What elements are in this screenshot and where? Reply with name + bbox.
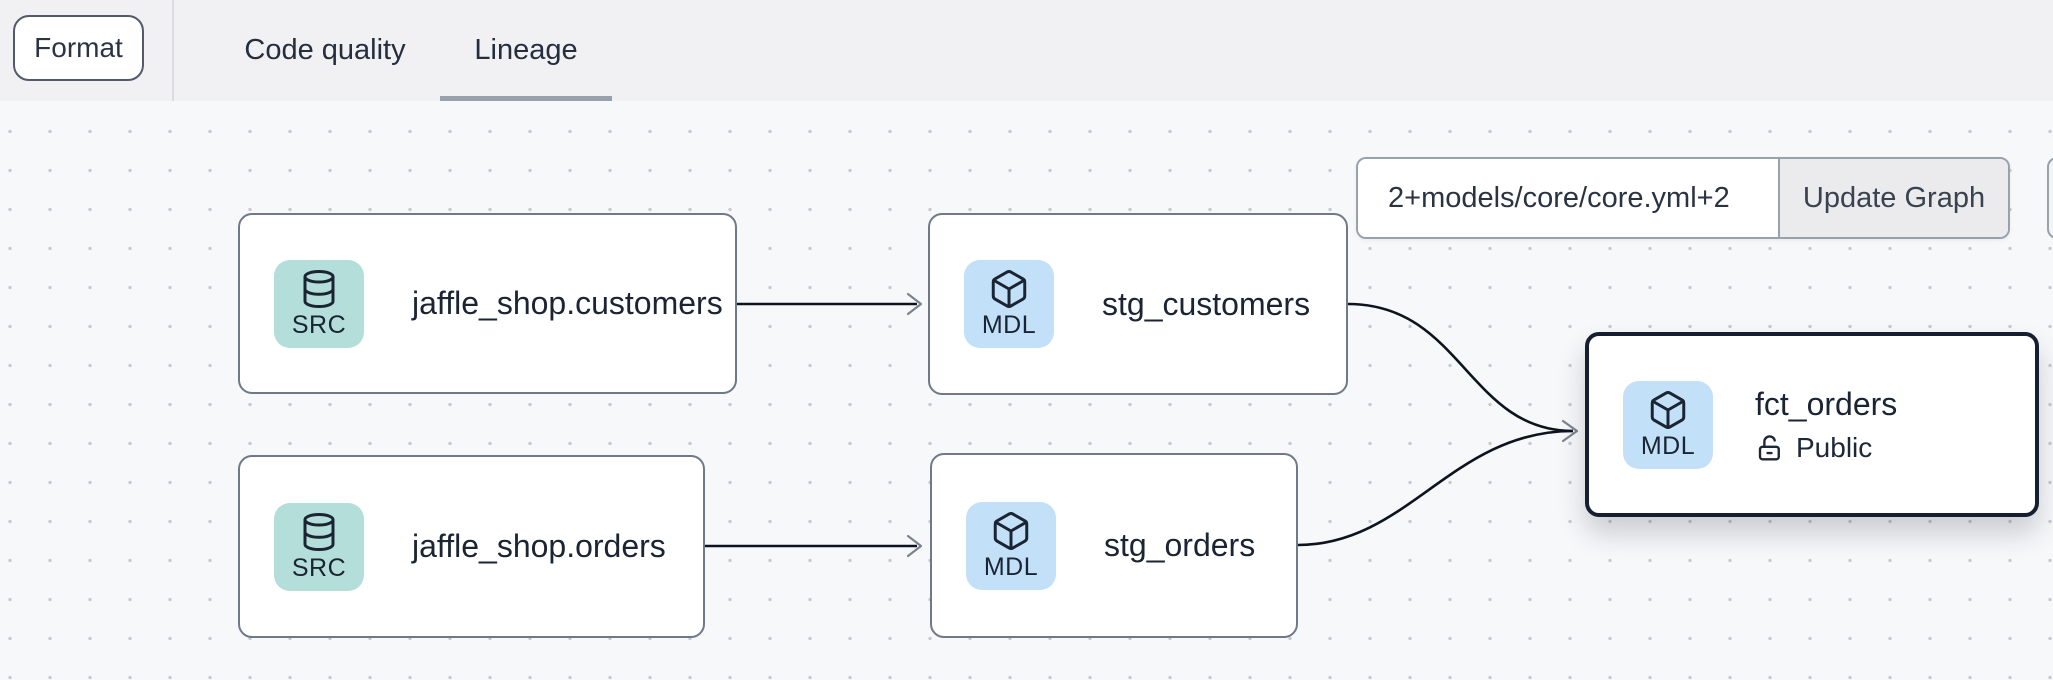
database-icon xyxy=(303,512,335,551)
source-badge: SRC xyxy=(274,502,364,591)
badge-type-label: MDL xyxy=(981,311,1037,339)
tab-lineage[interactable]: Lineage xyxy=(440,0,612,101)
edge-stgorders-fct xyxy=(1297,429,1574,547)
source-badge: SRC xyxy=(274,259,364,348)
badge-type-label: MDL xyxy=(983,552,1039,581)
tab-lineage-label: Lineage xyxy=(474,34,578,66)
node-jaffle-shop-orders[interactable]: SRC jaffle_shop.orders xyxy=(238,455,705,638)
node-fct-orders[interactable]: MDL fct_orders Public xyxy=(1585,332,2039,517)
model-cube-icon xyxy=(993,511,1029,550)
badge-type-label: MDL xyxy=(1640,431,1696,460)
access-label: Public xyxy=(1796,431,1873,463)
lineage-edges xyxy=(705,292,1579,558)
node-label: jaffle_shop.orders xyxy=(412,528,666,564)
node-label: jaffle_shop.customers xyxy=(412,285,723,321)
cutoff-right-control[interactable] xyxy=(2047,157,2053,239)
model-badge: MDL xyxy=(966,501,1056,590)
model-badge: MDL xyxy=(964,260,1054,348)
lineage-canvas[interactable]: SRC jaffle_shop.customers MDL stg_custom… xyxy=(0,101,2053,680)
node-stg-orders[interactable]: MDL stg_orders xyxy=(930,453,1298,638)
database-icon xyxy=(303,269,335,308)
update-graph-button[interactable]: Update Graph xyxy=(1778,159,2008,237)
model-cube-icon xyxy=(991,270,1027,308)
badge-type-label: SRC xyxy=(291,310,347,339)
lineage-selector-input[interactable] xyxy=(1358,159,1778,237)
edge-stgcustomers-fct xyxy=(1347,302,1574,433)
arrowhead-icon xyxy=(906,292,923,316)
node-label: fct_orders xyxy=(1755,385,1898,422)
node-stg-customers[interactable]: MDL stg_customers xyxy=(928,213,1348,395)
node-label: stg_customers xyxy=(1102,285,1311,322)
unlock-icon xyxy=(1758,434,1780,460)
lineage-selector-group: Update Graph xyxy=(1356,157,2010,239)
node-jaffle-shop-customers[interactable]: SRC jaffle_shop.customers xyxy=(238,213,737,394)
toolbar: Format Code quality Lineage xyxy=(0,0,2053,101)
node-text: fct_orders Public xyxy=(1755,386,1897,464)
model-cube-icon xyxy=(1650,390,1686,429)
arrowhead-icon xyxy=(1561,419,1579,443)
badge-type-label: SRC xyxy=(291,553,347,582)
tab-code-quality[interactable]: Code quality xyxy=(222,0,428,101)
node-label: stg_orders xyxy=(1104,527,1256,563)
model-badge: MDL xyxy=(1623,380,1713,469)
tab-code-quality-label: Code quality xyxy=(244,34,406,66)
format-button[interactable]: Format xyxy=(13,15,144,81)
active-tab-underline xyxy=(440,96,612,101)
arrowhead-icon xyxy=(906,534,923,558)
toolbar-divider xyxy=(172,0,174,101)
access-row: Public xyxy=(1755,432,1897,464)
